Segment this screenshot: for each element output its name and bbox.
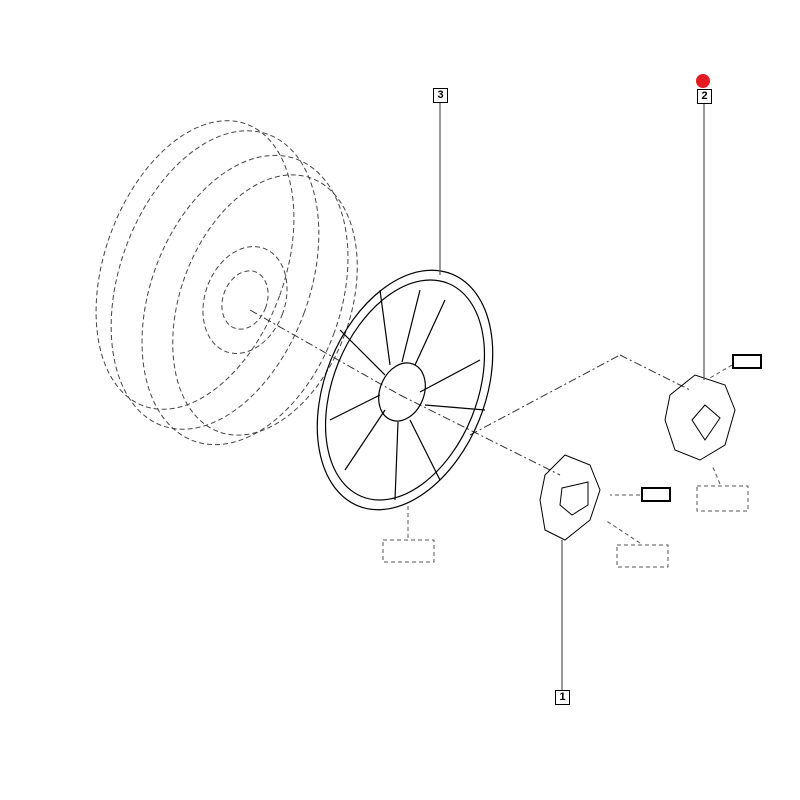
wheel-trim [316,269,494,511]
center-cap-1 [539,454,601,541]
center-cap-2 [664,374,736,461]
steel-wheel-dashed [95,120,358,446]
callout-3[interactable]: 3 [433,88,448,103]
callout-2[interactable]: 2 [697,89,712,104]
leader-lines [439,102,705,690]
selection-marker [696,74,710,88]
callout-1[interactable]: 1 [555,690,570,705]
reference-boxes [382,364,749,568]
symbol-boxes [641,354,762,502]
assembly-axis-lines [249,309,691,476]
